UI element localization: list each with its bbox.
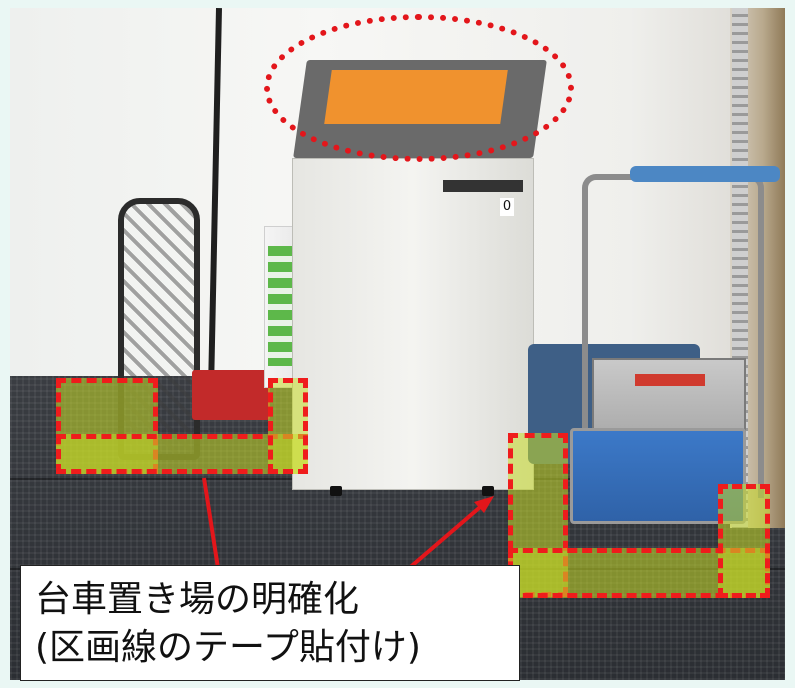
caption-box: 台車置き場の明確化 (区画線のテープ貼付け) — [20, 565, 520, 681]
box-print — [268, 246, 294, 366]
pointer-arrows — [202, 477, 494, 578]
shredder-wheel — [330, 486, 342, 496]
highlight-ellipse — [264, 14, 574, 162]
marked-zone-left — [56, 434, 308, 474]
caption-line-2: (区画線のテープ貼付け) — [35, 627, 421, 668]
shredder-body — [292, 158, 534, 490]
caption-line-1: 台車置き場の明確化 — [35, 579, 360, 620]
cart-handle-grip — [630, 166, 780, 182]
platform-cart-deck — [570, 428, 746, 524]
broom-head — [192, 370, 270, 420]
shredder-counter: 0 — [500, 198, 514, 216]
shredder-wheel — [482, 486, 494, 496]
arrow-head — [474, 496, 494, 513]
photo: 0 — [10, 8, 785, 680]
marked-zone-right — [718, 484, 770, 598]
marked-zone-left — [268, 378, 308, 474]
shredder-panel — [443, 180, 523, 192]
cart-label-sticker — [635, 374, 705, 386]
arrow-line-left — [202, 477, 220, 569]
arrow-line-right — [398, 500, 488, 578]
